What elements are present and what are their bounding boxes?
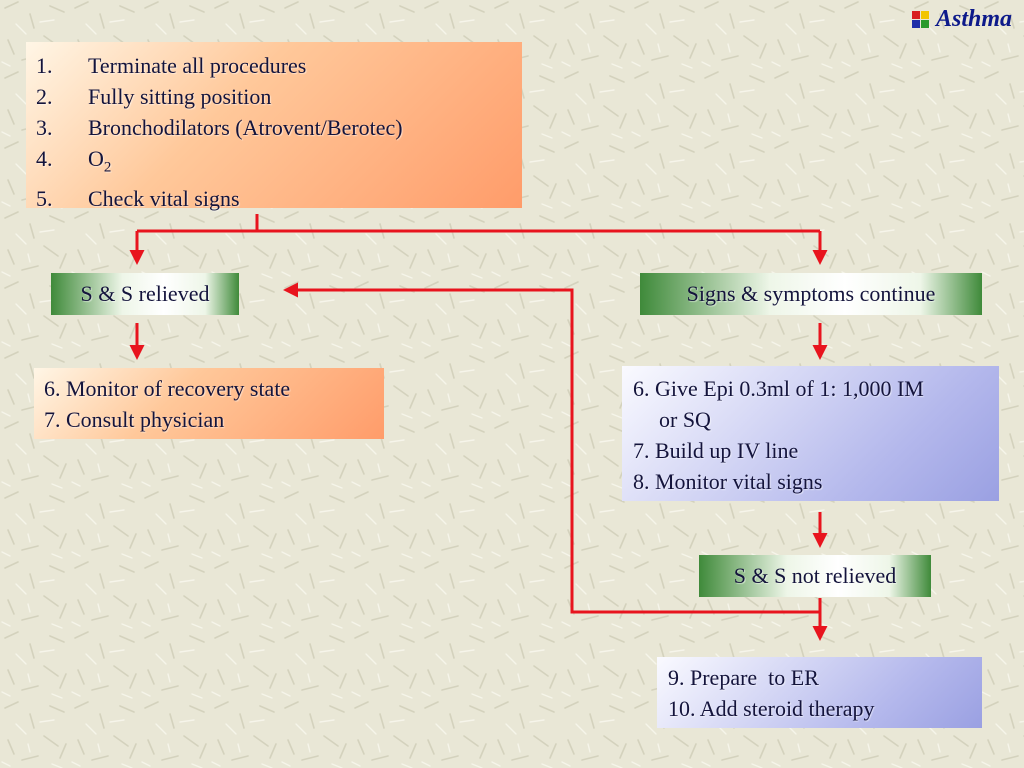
continue-label: Signs & symptoms continue bbox=[686, 281, 936, 306]
step-text: Bronchodilators (Atrovent/Berotec) bbox=[88, 115, 403, 140]
continue-actions-box: 6. Give Epi 0.3ml of 1: 1,000 IM or SQ 7… bbox=[622, 366, 999, 501]
action-line: 10. Add steroid therapy bbox=[668, 696, 875, 721]
relieved-label: S & S relieved bbox=[80, 281, 210, 306]
slide-title: Asthma bbox=[911, 6, 1012, 33]
step-item: 2. Fully sitting position bbox=[36, 81, 512, 112]
not-relieved-label: S & S not relieved bbox=[733, 563, 897, 588]
title-text: Asthma bbox=[935, 6, 1012, 32]
relieved-label-box: S & S relieved bbox=[51, 273, 239, 315]
step-text: Terminate all procedures bbox=[88, 53, 307, 78]
action-line: 7. Consult physician bbox=[44, 407, 225, 432]
step-number: 3. bbox=[36, 115, 53, 140]
step-number: 1. bbox=[36, 53, 53, 78]
relieved-actions-box: 6. Monitor of recovery state 7. Consult … bbox=[34, 368, 384, 439]
not-relieved-actions-box: 9. Prepare to ER 10. Add steroid therapy bbox=[657, 657, 982, 728]
step-text: Check vital signs bbox=[88, 186, 240, 212]
action-line: 7. Build up IV line bbox=[633, 438, 799, 463]
step-item: 5. Check vital signs bbox=[36, 183, 512, 214]
action-line: 8. Monitor vital signs bbox=[633, 469, 823, 494]
slide-logo-icon bbox=[911, 10, 930, 29]
oxygen-subscript: 2 bbox=[103, 159, 112, 176]
step-number: 4. bbox=[36, 146, 53, 171]
step-item: 3. Bronchodilators (Atrovent/Berotec) bbox=[36, 112, 512, 143]
arrow-return-to-relieved bbox=[283, 282, 820, 614]
continue-label-box: Signs & symptoms continue bbox=[640, 273, 982, 315]
initial-steps-list: 1. Terminate all procedures 2. Fully sitti… bbox=[36, 50, 512, 214]
not-relieved-label-box: S & S not relieved bbox=[699, 555, 931, 597]
step-item: 4. O2 bbox=[36, 143, 512, 183]
step-text: Fully sitting position bbox=[88, 84, 272, 109]
action-line: 6. Monitor of recovery state bbox=[44, 376, 291, 401]
action-line: or SQ bbox=[659, 407, 711, 432]
flow-connectors bbox=[129, 214, 828, 641]
step-number: 2. bbox=[36, 84, 53, 109]
action-line: 6. Give Epi 0.3ml of 1: 1,000 IM bbox=[633, 376, 924, 401]
initial-steps-box: 1. Terminate all procedures 2. Fully sitti… bbox=[26, 42, 522, 211]
oxygen-symbol: O bbox=[88, 146, 104, 171]
step-item: 1. Terminate all procedures bbox=[36, 50, 512, 81]
step-number: 5. bbox=[36, 186, 53, 212]
action-line: 9. Prepare to ER bbox=[668, 665, 819, 690]
step-text: O2 bbox=[88, 143, 111, 183]
